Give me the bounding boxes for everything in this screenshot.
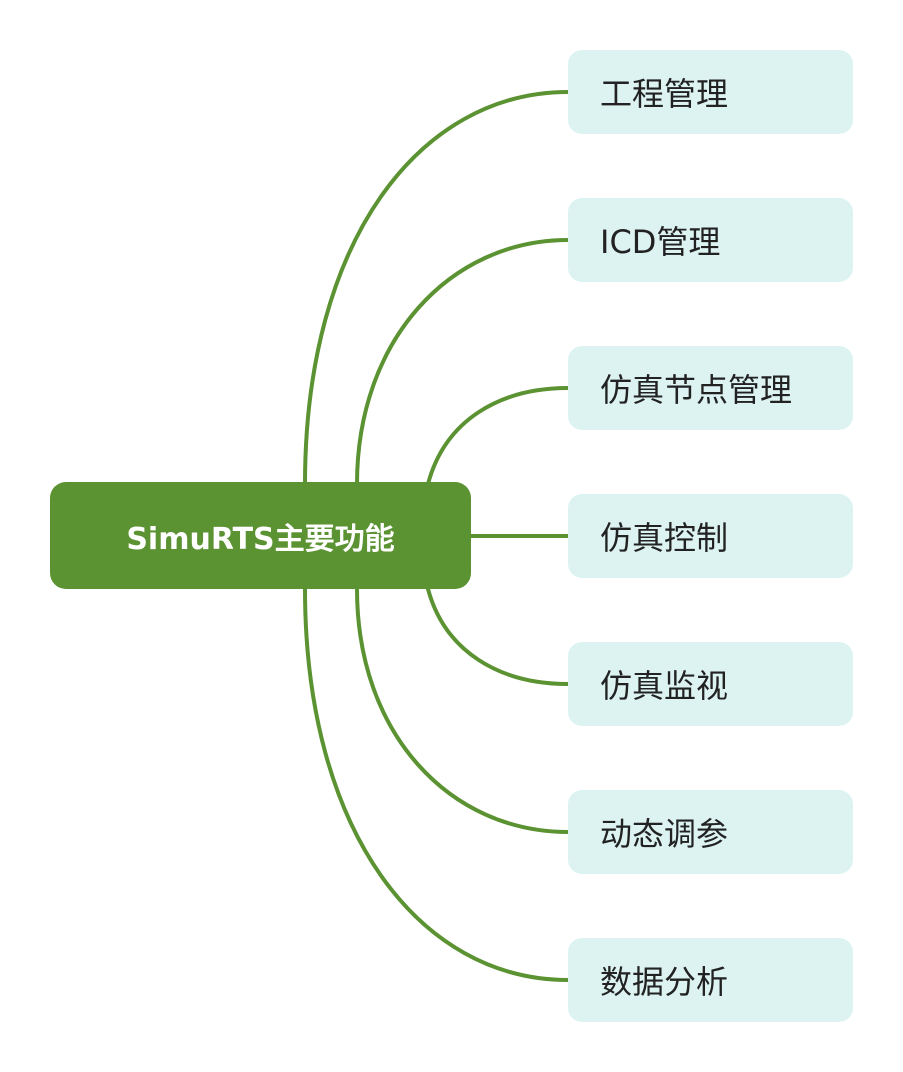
connector-to-child-1 (355, 238, 570, 486)
connector-to-child-6 (303, 587, 570, 982)
child-node-sim-node-management[interactable]: 仿真节点管理 (568, 346, 853, 430)
connector-to-child-4 (426, 587, 570, 686)
child-node-label: 动态调参 (600, 815, 729, 853)
child-node-label: 仿真监视 (600, 667, 729, 705)
child-node-label: ICD管理 (600, 223, 721, 261)
child-node-dynamic-tuning[interactable]: 动态调参 (568, 790, 853, 874)
connector-to-child-0 (303, 90, 570, 486)
root-node-label: SimuRTS主要功能 (126, 521, 395, 557)
child-node-data-analysis[interactable]: 数据分析 (568, 938, 853, 1022)
child-node-label: 仿真节点管理 (600, 371, 793, 409)
root-node[interactable]: SimuRTS主要功能 (50, 482, 471, 589)
child-node-icd-management[interactable]: ICD管理 (568, 198, 853, 282)
child-node-sim-monitoring[interactable]: 仿真监视 (568, 642, 853, 726)
connector-to-child-2 (426, 386, 570, 486)
child-node-project-management[interactable]: 工程管理 (568, 50, 853, 134)
child-node-label: 仿真控制 (600, 519, 729, 557)
child-node-label: 数据分析 (600, 963, 729, 1001)
connector-to-child-5 (355, 587, 570, 834)
child-node-label: 工程管理 (600, 75, 729, 113)
child-node-sim-control[interactable]: 仿真控制 (568, 494, 853, 578)
